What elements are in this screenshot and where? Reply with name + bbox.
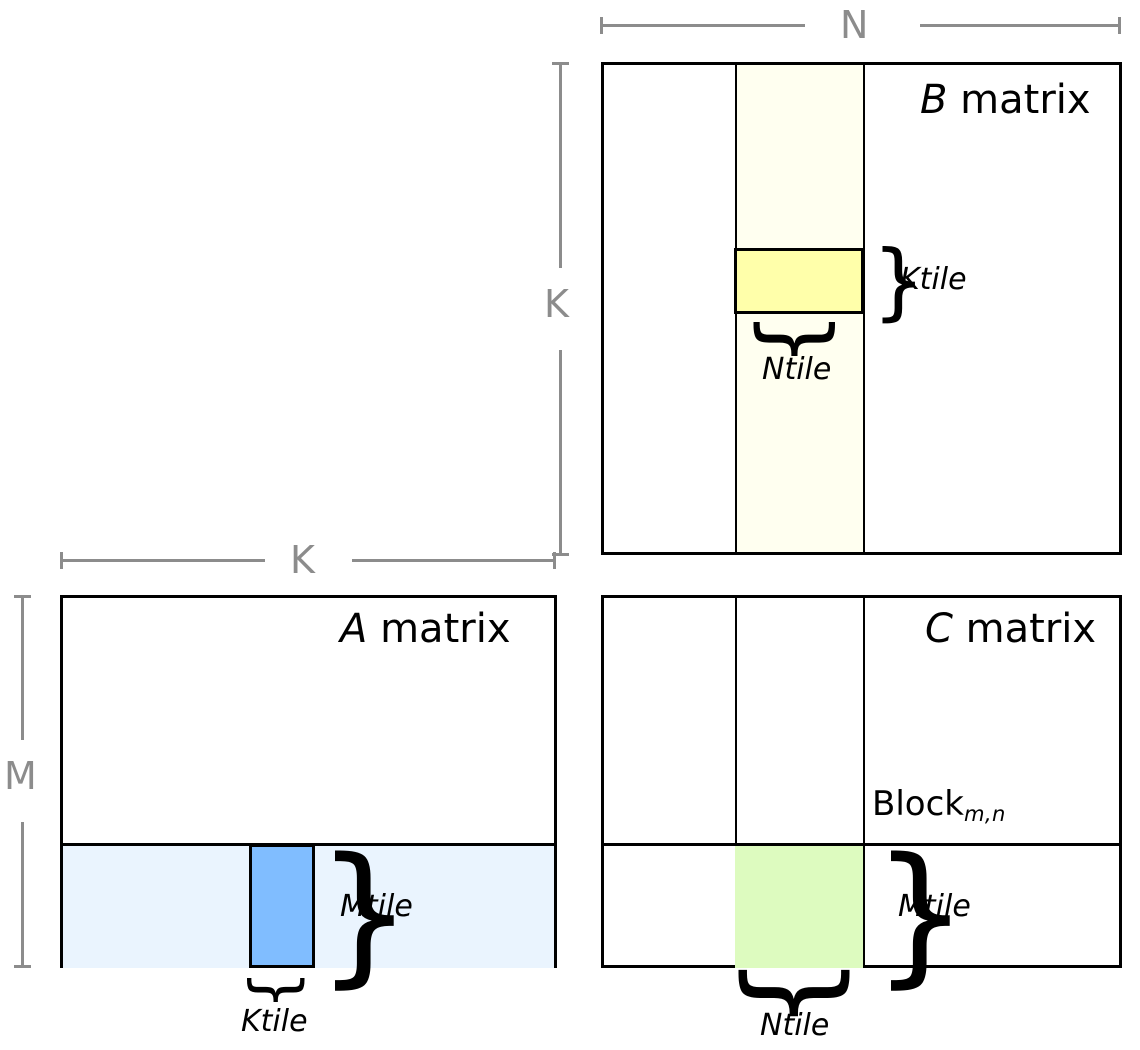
b-matrix-box	[601, 62, 1122, 555]
k-vertical-label: K	[544, 282, 569, 326]
c-matrix-block-label: Blockm,n	[872, 784, 1006, 824]
a-matrix-title: A matrix	[340, 609, 510, 649]
k-vertical-line-bottom	[559, 350, 562, 556]
k-horizontal-cap-right	[553, 552, 556, 569]
b-matrix-ntile-label: Ntile	[762, 352, 832, 387]
c-matrix-tile-fill	[735, 846, 863, 968]
c-matrix-box	[601, 595, 1122, 968]
a-matrix-word: matrix	[380, 606, 511, 652]
c-matrix-mtile-brace: }	[872, 825, 969, 1002]
b-matrix-title: B matrix	[920, 80, 1091, 120]
a-matrix-mtile-brace: }	[316, 825, 413, 1002]
c-matrix-symbol: C	[925, 606, 953, 652]
a-matrix-box	[60, 595, 557, 968]
a-matrix-symbol: A	[340, 606, 368, 652]
block-label-text: Block	[872, 784, 964, 824]
c-matrix-word: matrix	[965, 606, 1097, 652]
c-matrix-column-divider-left	[735, 598, 737, 965]
b-matrix-symbol: B	[920, 77, 948, 123]
c-matrix-mtile-label: Mtile	[898, 889, 971, 924]
k-horizontal-line-left	[60, 559, 265, 562]
m-dimension-line-top	[21, 595, 24, 740]
a-matrix-tile-outline	[249, 844, 315, 968]
a-matrix-tile-fill	[251, 846, 313, 968]
b-matrix-ktile-label: Ktile	[900, 262, 967, 297]
b-matrix-column-divider-right	[863, 65, 865, 552]
n-dimension-cap-right	[1118, 17, 1121, 34]
n-dimension-line-left	[600, 24, 805, 27]
a-matrix-ktile-label: Ktile	[241, 1004, 308, 1039]
c-matrix-row-divider	[604, 843, 1119, 846]
n-dimension-line-right	[920, 24, 1120, 27]
block-label-subscript: m,n	[963, 801, 1006, 827]
m-dimension-line-bottom	[21, 822, 24, 967]
c-matrix-column-divider-right	[863, 598, 865, 965]
a-matrix-mtile-label: Mtile	[340, 889, 413, 924]
b-matrix-tile-fill	[735, 249, 863, 313]
c-matrix-ntile-label: Ntile	[760, 1008, 830, 1043]
k-horizontal-label: K	[290, 538, 315, 582]
k-horizontal-line-right	[352, 559, 555, 562]
n-dimension-label: N	[840, 3, 869, 47]
m-dimension-label: M	[4, 754, 37, 798]
b-matrix-word: matrix	[960, 77, 1091, 123]
b-matrix-tile-outline	[734, 248, 864, 314]
k-vertical-cap-bottom	[552, 553, 569, 556]
b-matrix-ktile-brace: }	[872, 232, 926, 330]
k-vertical-line-top	[559, 62, 562, 268]
c-matrix-title: C matrix	[925, 609, 1096, 649]
m-dimension-cap-bottom	[14, 965, 31, 968]
